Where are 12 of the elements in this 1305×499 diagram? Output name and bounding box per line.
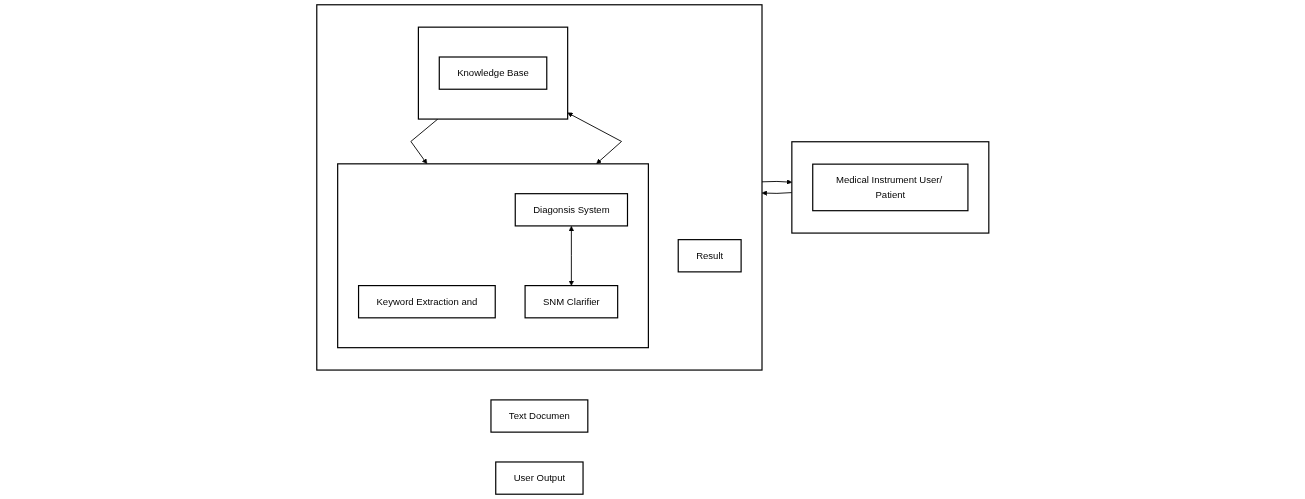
node-box: Diagonsis System [514, 193, 628, 227]
cluster [790, 141, 990, 234]
cluster [417, 26, 568, 120]
node-box: SNM Clarifier [524, 285, 618, 319]
node-box: Medical Instrument User/ Patient [811, 163, 969, 212]
node-box: Result [677, 239, 742, 273]
node-box: User Output [494, 461, 584, 495]
node-box: Knowledge Base [438, 56, 548, 90]
cluster [336, 163, 649, 349]
cluster [315, 4, 763, 371]
node-box: Text Documen [490, 399, 589, 433]
node-box: Keyword Extraction and [357, 285, 496, 319]
